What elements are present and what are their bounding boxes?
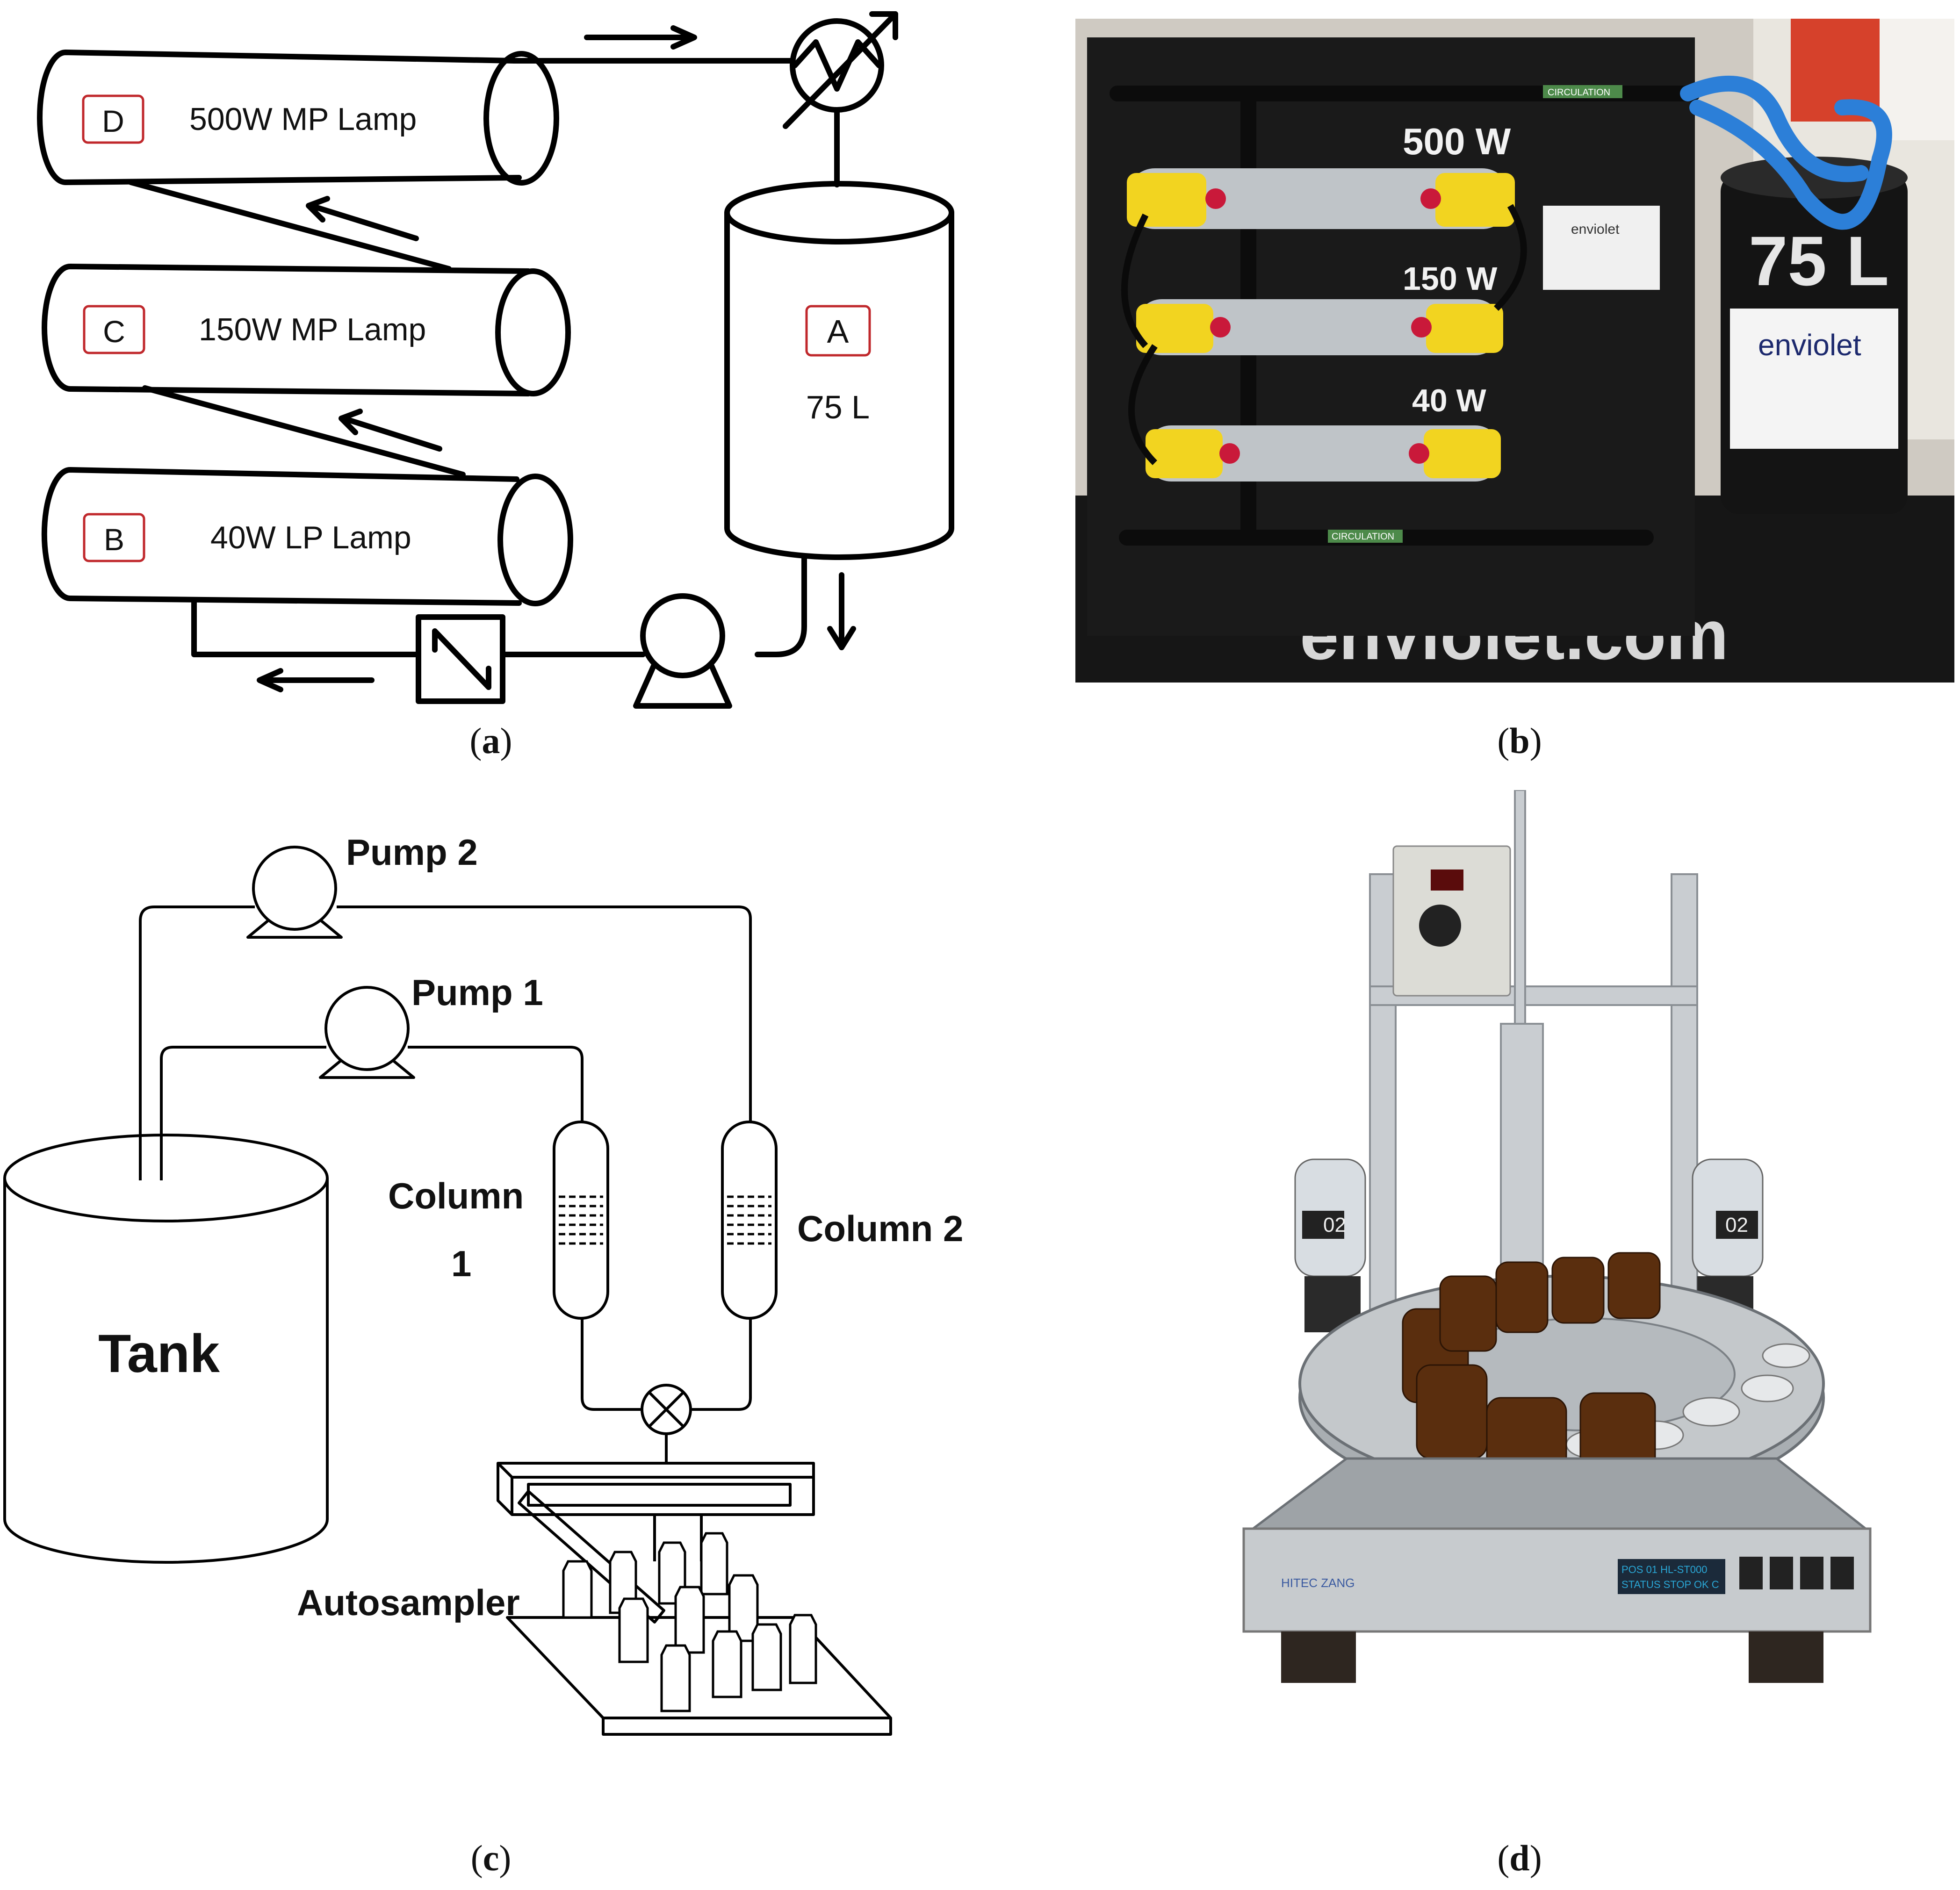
filter	[416, 614, 505, 704]
control-buttons	[1739, 1557, 1854, 1589]
shaker-base	[1249, 1457, 1869, 1530]
panel-a-process-diagram: D 500W MP Lamp C 150W MP Lamp B 40W LP L…	[0, 0, 1029, 729]
caption-d: (d)	[1497, 1838, 1542, 1878]
lamp-d-end	[483, 51, 559, 186]
uv-lamp-40	[1146, 425, 1501, 481]
panel-d-photo: 02 02 HITEC ZANG POS 01 HL-ST000 STATUS …	[1197, 790, 1898, 1748]
pump1-label: Pump 1	[411, 972, 543, 1013]
connector-c-to-b	[142, 385, 466, 477]
pump2	[252, 846, 337, 931]
column1	[553, 1121, 609, 1320]
info-plate-brand: enviolet	[1571, 222, 1620, 237]
lamp-b-tube	[41, 467, 522, 606]
panel-c-svg: Pump 2 Pump 1 Column 1 Column 2 Autosamp…	[3, 832, 963, 1736]
flow-arrow-cb	[339, 409, 442, 452]
pump-a	[640, 593, 725, 678]
info-plate	[1543, 206, 1660, 290]
pump1	[324, 986, 410, 1071]
pump2-line	[139, 905, 752, 1180]
letter-box-c	[83, 305, 145, 354]
heat-exchanger	[790, 18, 884, 113]
tank-a-volume: 75 L	[806, 389, 870, 425]
lamp-b-label: 40W LP Lamp	[210, 520, 411, 555]
column2-label: Column 2	[797, 1208, 963, 1249]
panel-b-photo: enviolet.com CIRCULATION CIRCULATION 500…	[1075, 19, 1954, 683]
letter-box-d	[82, 94, 144, 144]
autosampler-vials	[562, 1532, 817, 1712]
return-line	[191, 600, 646, 657]
column1-label-line2: 1	[451, 1243, 471, 1284]
lamp-500-label: 500 W	[1403, 121, 1511, 162]
tank-a-top	[724, 181, 954, 244]
lcd-line1: POS 01 HL-ST000	[1621, 1564, 1707, 1575]
pipe-label-top: CIRCULATION	[1548, 87, 1610, 98]
lamp-c-end	[495, 268, 571, 396]
tank-label: Tank	[98, 1324, 220, 1384]
flow-arrow-return	[257, 668, 375, 692]
lamp-c-label: 150W MP Lamp	[199, 312, 426, 347]
flow-arrow-top	[584, 25, 697, 50]
pump1-line	[160, 1046, 584, 1180]
tank-a-letter: A	[827, 313, 849, 350]
caption-a: (a)	[469, 720, 512, 761]
heat-exchanger-arrow	[783, 11, 898, 129]
autosampler-rail	[497, 1462, 815, 1516]
lamp-c-letter: C	[103, 314, 125, 349]
lamp-40-label: 40 W	[1412, 383, 1487, 418]
tank-body	[3, 1178, 329, 1564]
flow-arrow-dc	[306, 196, 419, 241]
lamp-d-tube	[37, 50, 522, 185]
shaker-front-panel	[1242, 1527, 1872, 1633]
dosing-right-label: 02	[1725, 1214, 1748, 1236]
letter-box-a	[805, 305, 871, 357]
lamp-b-letter: B	[104, 522, 124, 557]
uv-lamp-500	[1127, 168, 1515, 229]
tank-outlet	[755, 553, 807, 657]
dosing-left-label: 02	[1323, 1214, 1346, 1236]
lcd-display	[1618, 1559, 1725, 1594]
pump2-label: Pump 2	[346, 832, 478, 873]
letter-box-b	[83, 513, 145, 562]
dosing-unit-left	[1294, 1158, 1366, 1332]
tank-top	[3, 1134, 329, 1222]
drain-arrow	[827, 572, 856, 650]
column2	[721, 1121, 778, 1320]
panel-c-sampling-diagram: Pump 2 Pump 1 Column 1 Column 2 Autosamp…	[0, 795, 1029, 1776]
panel-b-svg: enviolet.com CIRCULATION CIRCULATION 500…	[1075, 19, 1954, 683]
connector-d-to-c	[128, 180, 452, 272]
lcd-line2: STATUS STOP OK C	[1621, 1579, 1719, 1590]
lamp-150-label: 150 W	[1403, 260, 1497, 297]
column1-label-line1: Column	[388, 1175, 524, 1216]
autosampler-label: Autosampler	[297, 1582, 520, 1623]
lamp-b-end	[497, 474, 573, 606]
tank-a-body	[724, 210, 954, 560]
uv-lamp-150	[1136, 299, 1503, 355]
lamp-d-label: 500W MP Lamp	[189, 101, 417, 137]
caption-c: (c)	[470, 1838, 512, 1878]
tank-brand-label: enviolet	[1758, 328, 1861, 362]
panel-a-svg: D 500W MP Lamp C 150W MP Lamp B 40W LP L…	[37, 11, 954, 709]
tank-volume-label: 75 L	[1749, 222, 1889, 300]
panel-d-svg: 02 02 HITEC ZANG POS 01 HL-ST000 STATUS …	[1242, 790, 1872, 1683]
pipe-label-bottom: CIRCULATION	[1332, 532, 1394, 542]
heat-exchanger-zigzag	[792, 39, 882, 92]
hitec-brand: HITEC ZANG	[1281, 1576, 1355, 1590]
caption-b: (b)	[1497, 720, 1542, 761]
lamp-d-letter: D	[102, 104, 124, 138]
